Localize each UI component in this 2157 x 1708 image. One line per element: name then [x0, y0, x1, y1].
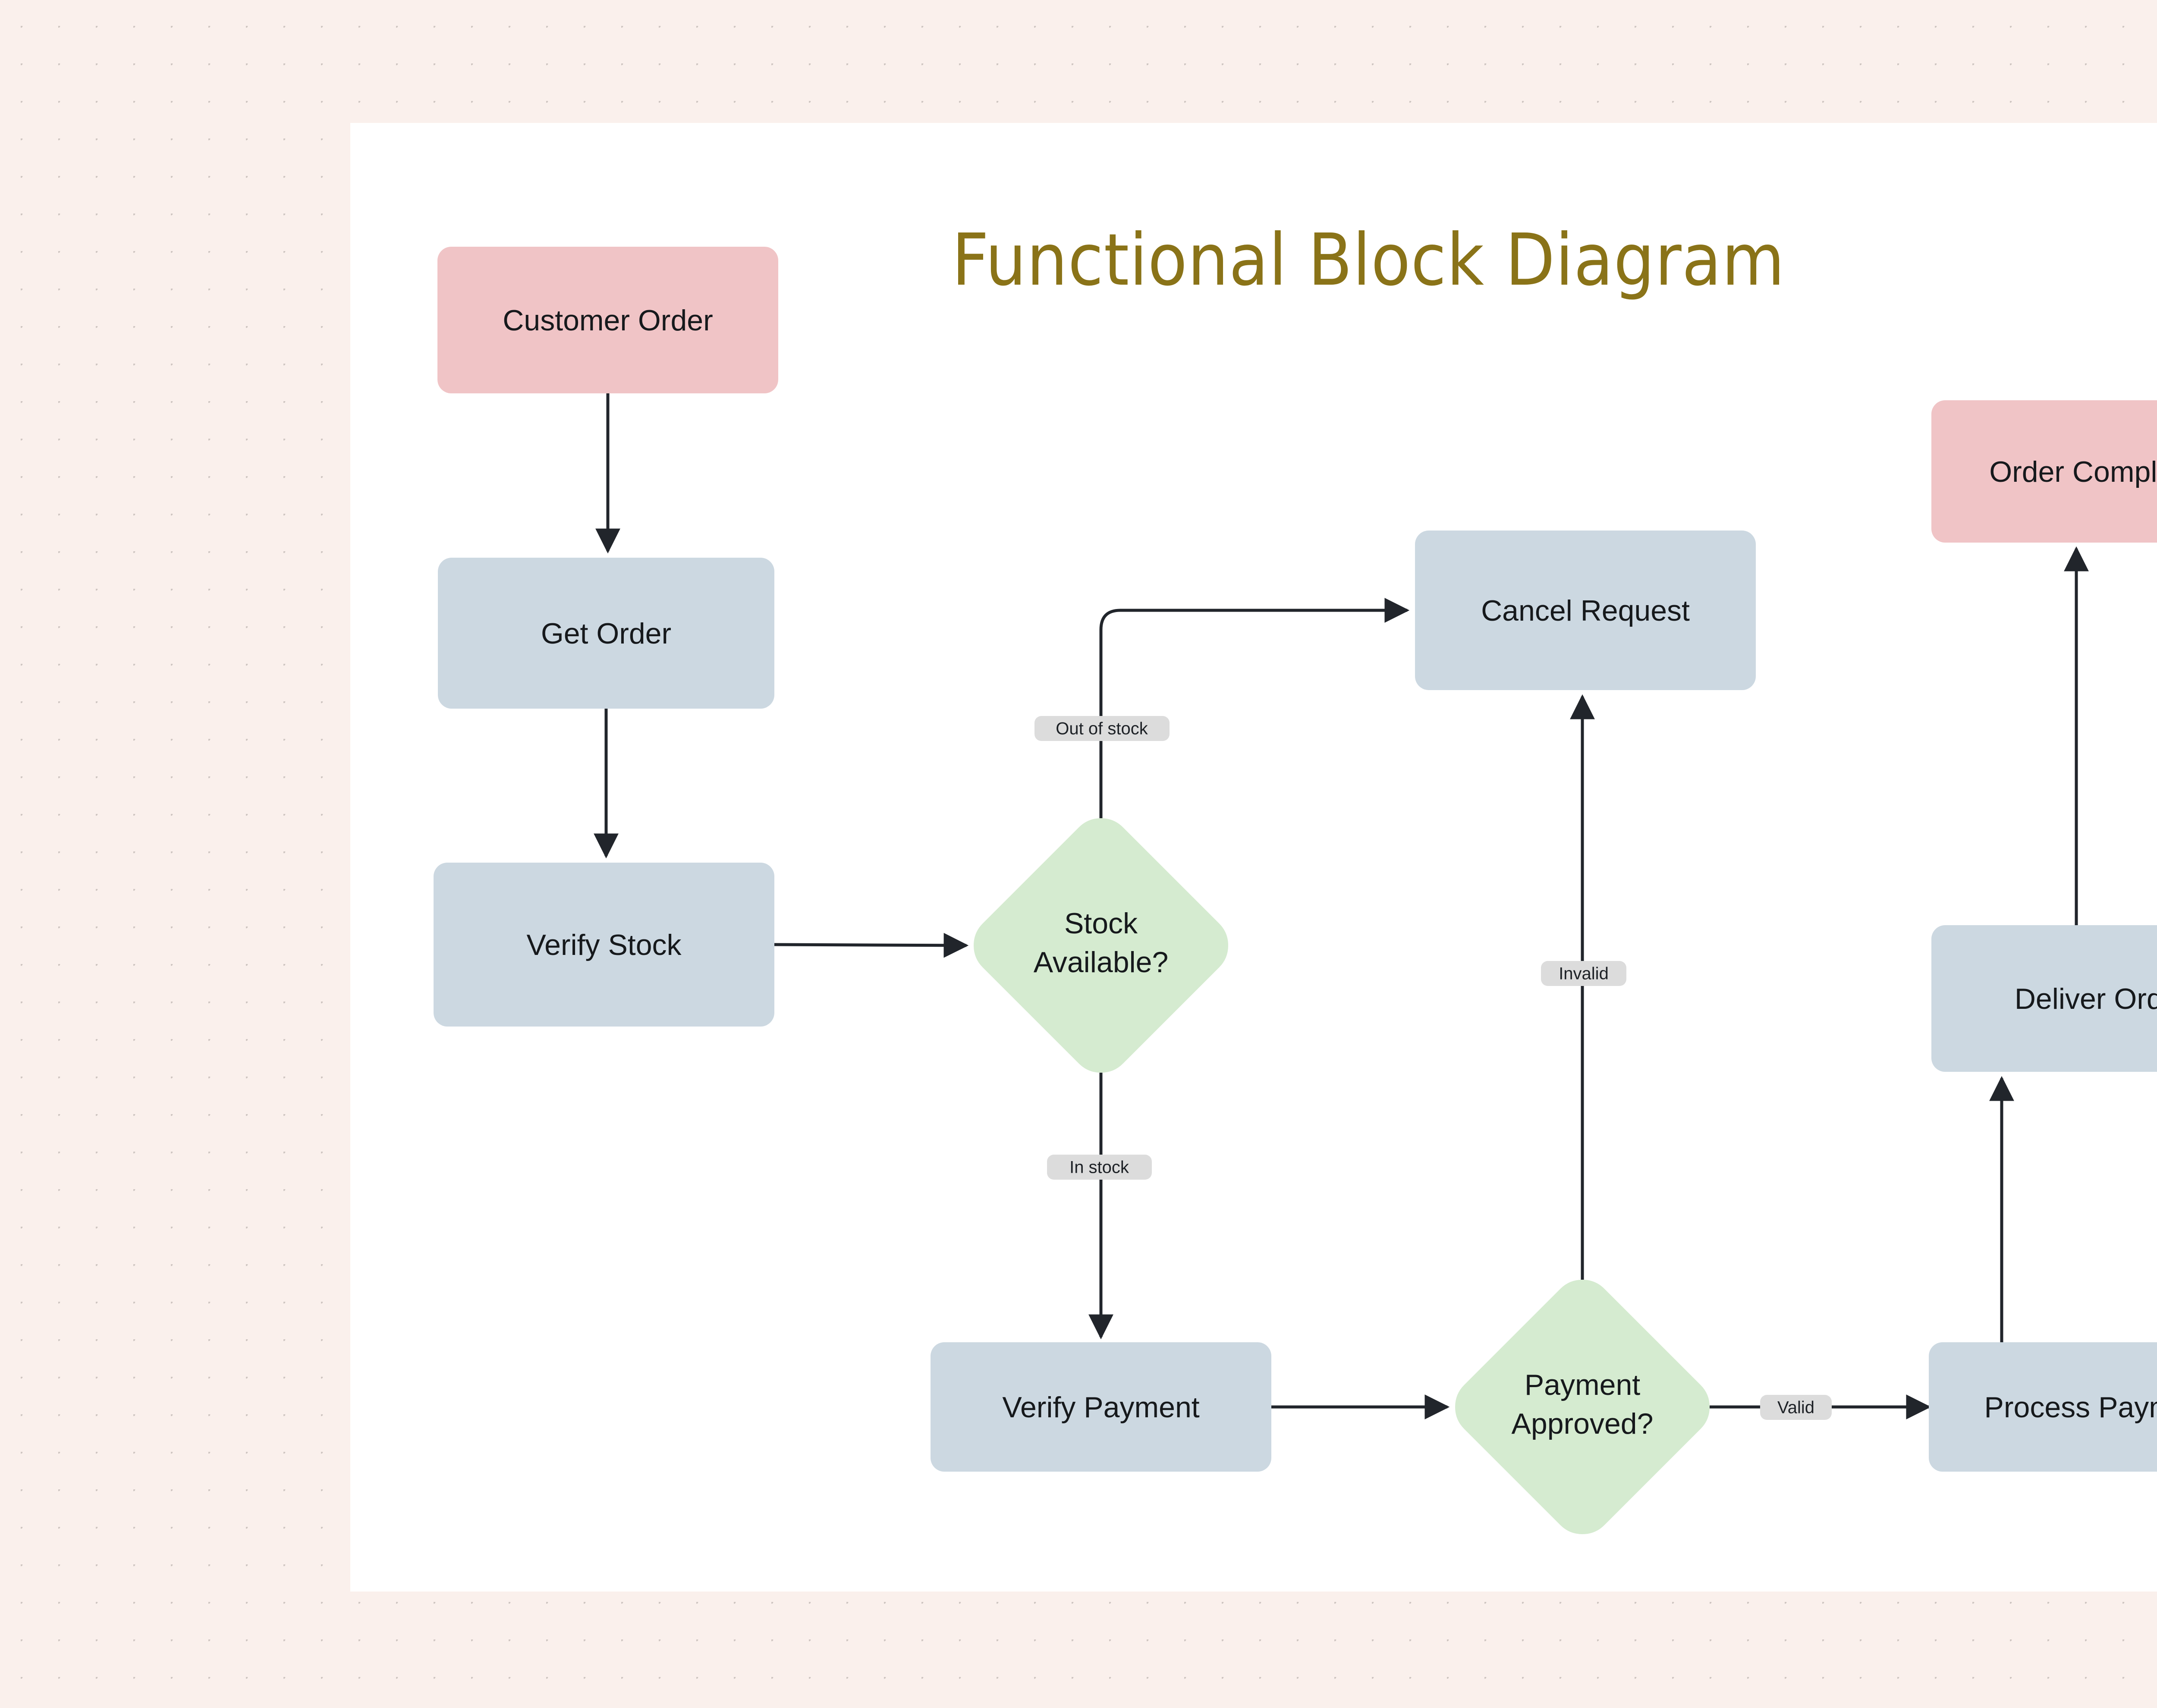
node-cancel-request[interactable]: Cancel Request — [1415, 531, 1756, 690]
node-label-process-payment: Process Payment — [1984, 1391, 2157, 1424]
node-label-verify-stock: Verify Stock — [526, 929, 682, 961]
edge-stock-available-to-cancel-request — [1099, 598, 1410, 818]
edge-label-out-of-stock: Out of stock — [1034, 716, 1170, 741]
node-label-order-completed: Order Completed — [1989, 455, 2157, 488]
node-label-cancel-request: Cancel Request — [1481, 594, 1690, 627]
node-process-payment[interactable]: Process Payment — [1929, 1342, 2157, 1472]
edge-label-valid-text: Valid — [1777, 1398, 1814, 1417]
node-label-stock-available-line2: Available? — [1034, 946, 1169, 979]
node-deliver-order[interactable]: Deliver Order — [1931, 925, 2157, 1072]
edge-label-in-stock: In stock — [1047, 1155, 1152, 1180]
edge-label-out-of-stock-text: Out of stock — [1056, 719, 1148, 738]
node-label-get-order: Get Order — [541, 617, 671, 650]
node-verify-stock[interactable]: Verify Stock — [434, 863, 774, 1027]
edge-label-invalid: Invalid — [1541, 961, 1626, 986]
node-label-payment-approved-line1: Payment — [1525, 1369, 1640, 1401]
node-get-order[interactable]: Get Order — [438, 558, 774, 709]
node-label-stock-available-line1: Stock — [1064, 907, 1138, 940]
page-title: Functional Block Diagram — [952, 219, 1785, 302]
node-label-verify-payment: Verify Payment — [1002, 1391, 1199, 1424]
node-stock-available[interactable]: Stock Available? — [974, 818, 1228, 1073]
node-label-payment-approved-line2: Approved? — [1512, 1407, 1654, 1440]
node-verify-payment[interactable]: Verify Payment — [931, 1342, 1271, 1472]
node-payment-approved[interactable]: Payment Approved? — [1455, 1280, 1710, 1534]
node-label-deliver-order: Deliver Order — [2015, 983, 2157, 1015]
node-label-customer-order: Customer Order — [503, 304, 713, 337]
node-order-completed[interactable]: Order Completed — [1931, 400, 2157, 543]
node-customer-order[interactable]: Customer Order — [437, 247, 778, 393]
edge-label-valid: Valid — [1760, 1395, 1832, 1420]
edge-label-in-stock-text: In stock — [1069, 1158, 1129, 1177]
edge-label-invalid-text: Invalid — [1559, 964, 1609, 983]
